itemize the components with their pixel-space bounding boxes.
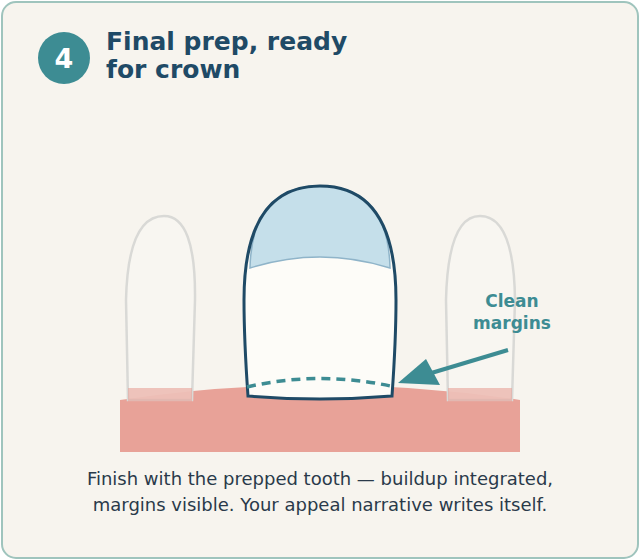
gum-overlap [128,388,192,402]
prepped-tooth [244,186,396,399]
arrow-head [398,359,440,385]
neighbor-tooth [126,216,195,400]
margin-line [247,379,395,388]
buildup [250,186,390,268]
tooth-outline [244,186,396,399]
node-text: 4 [55,43,74,74]
gum-overlap [448,388,512,402]
callout-label: Clean margins [462,290,562,334]
caption: Finish with the prepped tooth — buildup … [60,466,580,518]
card-title: Final prep, ready for crown [106,28,356,84]
leader-line [428,350,508,374]
step-number: 4 [38,32,90,84]
